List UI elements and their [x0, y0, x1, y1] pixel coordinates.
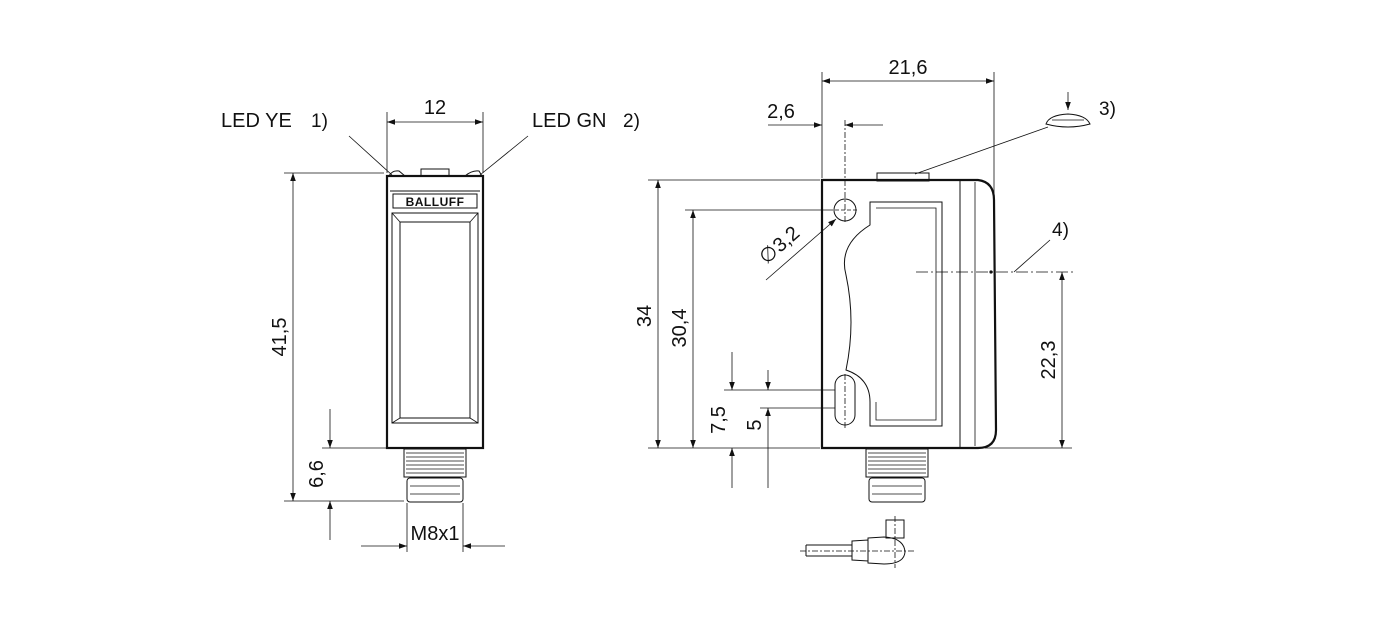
- dim-hole-diameter-leader: [765, 218, 837, 281]
- note-3-ref: 3): [1099, 99, 1116, 120]
- side-view: 21,6 2,6 ∅ 3,2 34 30,4 7,5 5 22,: [634, 57, 1116, 568]
- note-3-leader: [914, 126, 1049, 175]
- side-housing: [820, 178, 998, 450]
- dim-width-side-label: 21,6: [889, 57, 928, 79]
- side-optic-cutout: [843, 201, 943, 427]
- front-housing: [385, 174, 485, 450]
- dim-total-height-label: 34: [634, 305, 656, 327]
- dim-thread-label: M8x1: [411, 523, 460, 545]
- front-connector-thread: [403, 448, 467, 503]
- led-ye-label: LED YE: [221, 110, 292, 132]
- side-connector-thread: [865, 448, 929, 503]
- dim-width-front-label: 12: [424, 97, 446, 119]
- led-ye-leader: [348, 135, 393, 176]
- front-view: BALLUFF 12 LED YE 1) LED GN: [221, 97, 640, 552]
- dim-hole-diameter-label: ∅ 3,2: [755, 222, 804, 269]
- dim-axis-height-label: 22,3: [1038, 341, 1060, 380]
- note-4-ref: 4): [1052, 220, 1069, 241]
- angled-cable-plug: [800, 516, 915, 568]
- dim-hole-pitch-label: 30,4: [669, 309, 691, 348]
- led-gn-label: LED GN: [532, 110, 606, 132]
- dim-slot-offset-label: 7,5: [708, 406, 730, 434]
- led-gn-ref: 2): [623, 111, 640, 132]
- dim-connector-label: 6,6: [306, 460, 328, 488]
- front-button: [420, 168, 450, 177]
- led-ye-bump: [388, 170, 406, 177]
- brand-logo: BALLUFF: [406, 195, 465, 209]
- dim-hole-offset-label: 2,6: [767, 101, 795, 123]
- mount-slot-bottom: [834, 374, 856, 426]
- dim-slot-height-label: 5: [744, 419, 766, 430]
- teach-button-symbol: [1045, 92, 1091, 128]
- note-4-leader: [1013, 239, 1051, 273]
- led-ye-ref: 1): [311, 111, 328, 132]
- brand-plate: [392, 193, 478, 209]
- dim-height-front-label: 41,5: [269, 318, 291, 357]
- side-teach-button: [876, 172, 930, 182]
- led-gn-bump: [464, 170, 483, 177]
- led-gn-leader: [479, 135, 529, 176]
- front-lens-window: [391, 212, 479, 424]
